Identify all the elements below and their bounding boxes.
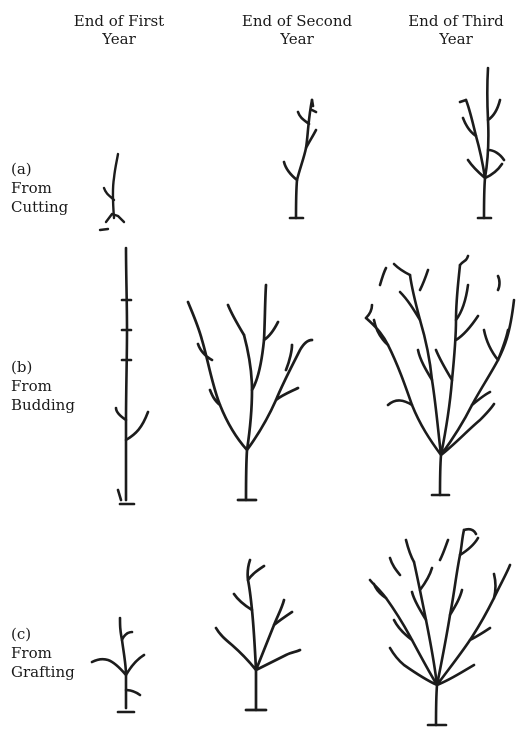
tree-budding-year-2 [188, 285, 312, 500]
tree-budding-year-3 [366, 256, 514, 495]
tree-cutting-year-2 [284, 100, 316, 218]
tree-grafting-year-3 [370, 529, 510, 725]
tree-cutting-year-1 [100, 154, 124, 230]
tree-grafting-year-2 [216, 560, 300, 710]
tree-budding-year-1 [116, 248, 148, 504]
tree-cutting-year-3 [460, 68, 504, 218]
tree-grafting-year-1 [92, 618, 144, 712]
